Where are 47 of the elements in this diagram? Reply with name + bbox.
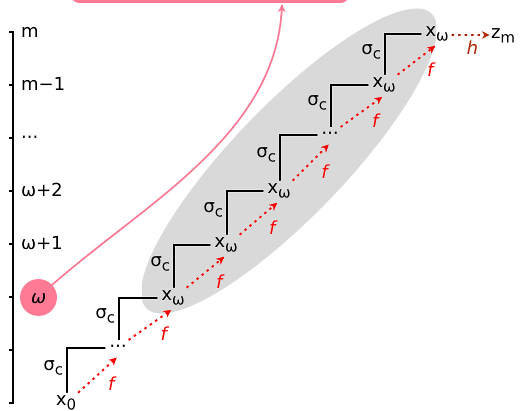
variable-label: x$_{ω}$	[425, 22, 449, 44]
tick-label: m−1	[21, 76, 66, 94]
variable-label: ···	[321, 125, 339, 143]
step-line	[226, 190, 264, 235]
arrow	[77, 357, 117, 394]
edge-label: σ$_{c}$	[361, 40, 381, 62]
step-line	[173, 244, 210, 288]
edge-label: σ$_{c}$	[307, 91, 327, 114]
variable-label: x$_{ω}$	[372, 72, 396, 96]
edge-label: h	[466, 40, 478, 58]
arrow	[292, 144, 329, 182]
variable-label: z$_{m}$	[490, 24, 516, 46]
edge-label: σ$_{c}$	[43, 356, 63, 378]
edge-label: f	[108, 376, 114, 394]
node-label: ω	[30, 288, 46, 306]
step-line	[330, 84, 368, 127]
variable-label: ···	[109, 338, 127, 356]
edge-label: σ$_{c}$	[150, 252, 170, 274]
variable-label: x$_{0}$	[56, 390, 76, 411]
step-line	[279, 134, 318, 181]
step-line	[118, 297, 158, 340]
edge-label: f	[160, 326, 167, 344]
arrow	[340, 96, 382, 128]
tick-label: ···	[21, 129, 38, 147]
arrow	[51, 4, 286, 286]
arrow	[238, 202, 278, 236]
highlight-circle	[20, 279, 57, 316]
edge-label: f	[216, 274, 222, 292]
edge-label: σ$_{c}$	[203, 198, 223, 221]
tick-label: ω+1	[21, 235, 63, 253]
variable-label: x$_{ω}$	[267, 178, 291, 202]
arrow	[186, 256, 224, 288]
edge-label: σ$_{c}$	[95, 304, 115, 327]
arrow	[128, 309, 172, 341]
edge-label: f	[321, 164, 328, 182]
tick-label: m	[21, 23, 39, 41]
edge-label: σ$_{c}$	[256, 143, 276, 166]
variable-label: x$_{ω}$	[161, 286, 185, 308]
step-line	[66, 347, 106, 393]
edge-label: f	[426, 62, 434, 80]
tick-label: ω+2	[21, 182, 63, 200]
edge-label: f	[372, 113, 378, 132]
variable-label: x$_{ω}$	[214, 232, 238, 256]
edge-label: f	[268, 220, 276, 238]
step-line	[384, 33, 422, 75]
arrow	[397, 46, 436, 76]
arrow	[452, 31, 490, 39]
